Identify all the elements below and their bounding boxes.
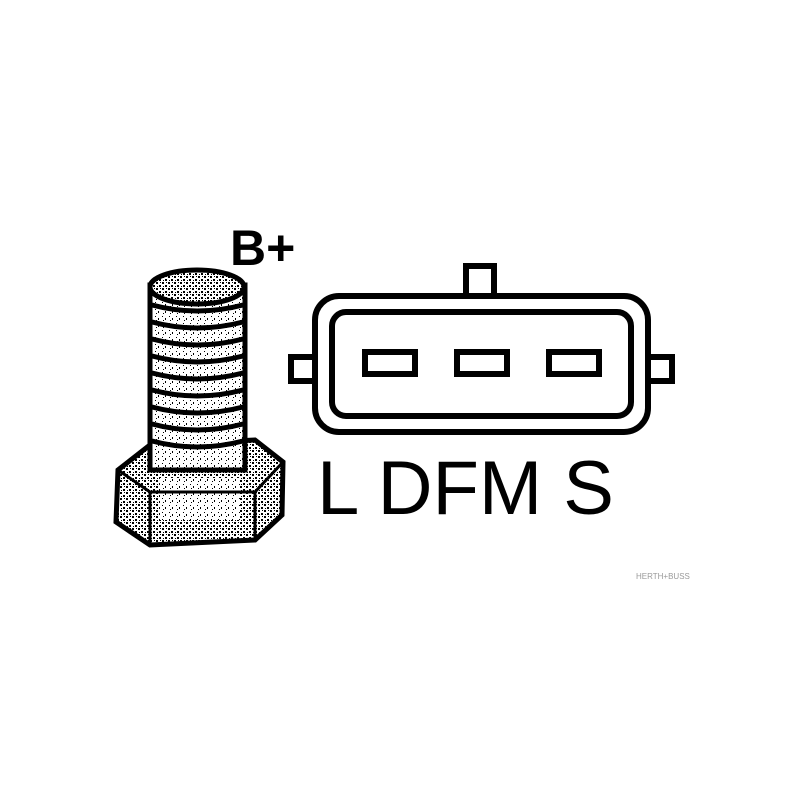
thread-line <box>151 421 244 433</box>
connector-left-tab <box>288 354 318 384</box>
thread-line <box>151 302 244 314</box>
thread-line <box>151 319 244 331</box>
connector-right-tab <box>645 354 675 384</box>
pin-slot-icon <box>546 349 602 377</box>
plug-connector-icon <box>288 263 675 435</box>
watermark-text: HERTH+BUSS <box>636 572 690 581</box>
thread-line <box>151 370 244 382</box>
thread-line <box>151 387 244 399</box>
stud-top <box>147 267 247 307</box>
thread-line <box>151 438 244 450</box>
bplus-stud-icon <box>113 267 286 548</box>
thread-line <box>151 404 244 416</box>
pin-slot-icon <box>362 349 418 377</box>
thread-line <box>151 353 244 365</box>
pin-labels: L DFM S <box>317 446 614 531</box>
pin-slot-icon <box>454 349 510 377</box>
thread-line <box>151 336 244 348</box>
bplus-label: B+ <box>230 220 295 276</box>
